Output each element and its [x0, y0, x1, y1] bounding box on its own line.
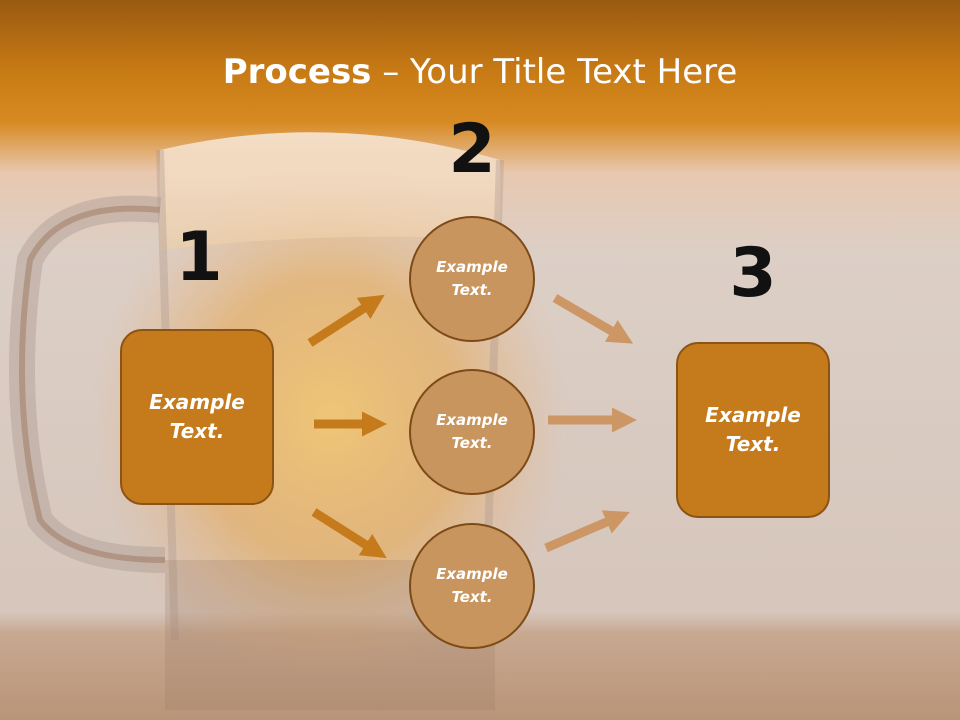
step-1-box-label: Example Text. [149, 390, 245, 443]
circle-middle-label: Example Text. [436, 411, 508, 452]
arrow-top-to-right [552, 294, 634, 344]
step-number-1: 1 [175, 218, 223, 297]
step-1-box: Example Text. [120, 329, 274, 505]
title-rest: – Your Title Text Here [371, 52, 738, 92]
arrow-left-to-top [307, 294, 385, 347]
step-2-circle-middle: Example Text. [409, 369, 535, 495]
step-2-circle-bottom: Example Text. [409, 523, 535, 649]
arrow-bot-to-right [544, 510, 630, 553]
step-number-3: 3 [729, 234, 777, 313]
slide-title: Process – Your Title Text Here [0, 52, 960, 92]
title-bold: Process [222, 52, 372, 92]
step-3-box-label: Example Text. [705, 403, 801, 456]
circle-bottom-label: Example Text. [436, 565, 508, 606]
step-3-box: Example Text. [676, 342, 830, 518]
circle-top-label: Example Text. [436, 258, 508, 299]
step-2-circle-top: Example Text. [409, 216, 535, 342]
step-number-2: 2 [448, 110, 496, 189]
arrow-left-to-bot [311, 508, 387, 559]
